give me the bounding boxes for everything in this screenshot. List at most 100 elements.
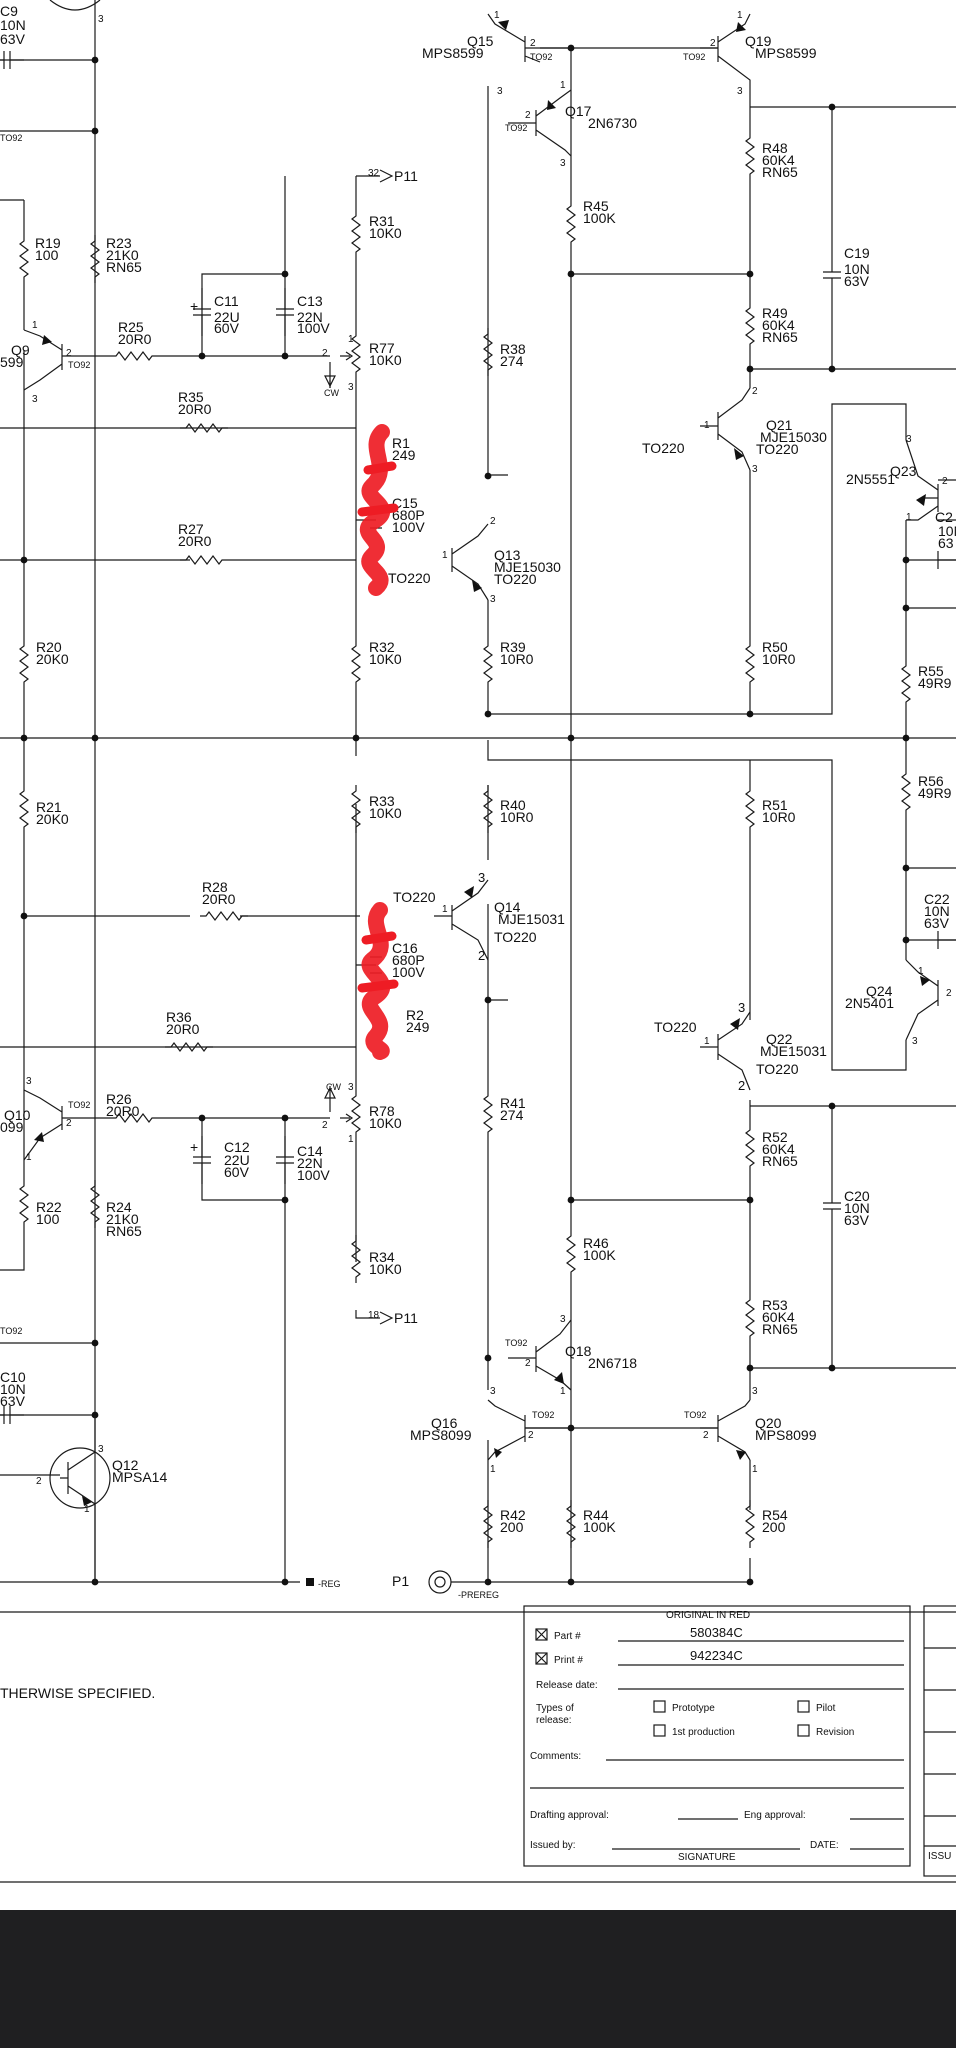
svg-text:1: 1	[704, 420, 710, 431]
svg-text:-REG: -REG	[318, 1579, 341, 1589]
svg-text:20R0: 20R0	[166, 1021, 200, 1037]
svg-text:MJE15031: MJE15031	[498, 911, 565, 927]
svg-text:10R0: 10R0	[500, 651, 534, 667]
svg-text:10N: 10N	[844, 1200, 870, 1216]
svg-text:2: 2	[738, 1078, 745, 1093]
svg-text:R55: R55	[918, 663, 944, 679]
svg-text:TO92: TO92	[683, 52, 705, 62]
svg-text:R25: R25	[118, 319, 144, 335]
svg-text:ISSU: ISSU	[928, 1851, 951, 1862]
svg-text:63: 63	[938, 535, 954, 551]
svg-text:100: 100	[35, 247, 59, 263]
svg-text:60K4: 60K4	[762, 1141, 795, 1157]
svg-text:TO220: TO220	[756, 1061, 799, 1077]
svg-text:1: 1	[490, 1464, 496, 1475]
svg-text:R2: R2	[406, 1007, 424, 1023]
svg-text:P11: P11	[394, 168, 418, 184]
svg-text:R34: R34	[369, 1249, 395, 1265]
svg-text:200: 200	[500, 1519, 524, 1535]
svg-text:TO220: TO220	[642, 440, 685, 456]
svg-text:Q18: Q18	[565, 1343, 592, 1359]
svg-text:2: 2	[530, 38, 536, 49]
amplifier-schematic: C9 10N 63V TO92 Q15 MPS8599 TO92 Q19 MPS…	[0, 0, 956, 1883]
svg-text:R50: R50	[762, 639, 788, 655]
svg-text:R49: R49	[762, 305, 788, 321]
svg-text:20R0: 20R0	[202, 891, 236, 907]
svg-text:49R9: 49R9	[918, 785, 952, 801]
svg-text:63V: 63V	[0, 1393, 26, 1409]
svg-text:-PREREG: -PREREG	[458, 1590, 499, 1600]
svg-text:100V: 100V	[392, 519, 425, 535]
svg-text:100V: 100V	[297, 320, 330, 336]
svg-text:R23: R23	[106, 235, 132, 251]
svg-text:2: 2	[66, 348, 72, 359]
svg-text:200: 200	[762, 1519, 786, 1535]
svg-text:10N: 10N	[0, 17, 26, 33]
svg-text:MPS8599: MPS8599	[755, 45, 817, 61]
svg-text:1: 1	[704, 1036, 710, 1047]
svg-text:100K: 100K	[583, 1247, 616, 1263]
svg-text:MJE15030: MJE15030	[494, 559, 561, 575]
svg-text:10R0: 10R0	[762, 651, 796, 667]
svg-text:R48: R48	[762, 140, 788, 156]
svg-text:20R0: 20R0	[118, 331, 152, 347]
svg-text:1: 1	[32, 320, 38, 331]
svg-text:C10: C10	[0, 1369, 26, 1385]
svg-text:RN65: RN65	[762, 1321, 798, 1337]
svg-text:MPS8599: MPS8599	[422, 45, 484, 61]
svg-text:1: 1	[494, 10, 500, 21]
svg-text:3: 3	[490, 1386, 496, 1397]
svg-text:60V: 60V	[214, 320, 240, 336]
svg-text:599: 599	[0, 354, 24, 370]
svg-text:3: 3	[560, 158, 566, 169]
dark-footer-band	[0, 1910, 956, 2048]
svg-text:R46: R46	[583, 1235, 609, 1251]
component-labels: C9 10N 63V TO92 Q15 MPS8599 TO92 Q19 MPS…	[0, 3, 956, 1701]
svg-text:TO220: TO220	[494, 929, 537, 945]
svg-text:R1: R1	[392, 435, 410, 451]
svg-text:2N6718: 2N6718	[588, 1355, 637, 1371]
svg-text:680P: 680P	[392, 952, 425, 968]
svg-text:2: 2	[710, 38, 716, 49]
svg-text:R78: R78	[369, 1103, 395, 1119]
svg-text:3: 3	[560, 1314, 566, 1325]
svg-text:C12: C12	[224, 1139, 250, 1155]
svg-text:TO220: TO220	[654, 1019, 697, 1035]
svg-text:2: 2	[322, 348, 328, 359]
transistor-symbols	[23, 0, 939, 1582]
p1-terminal	[428, 1570, 452, 1594]
svg-text:+: +	[190, 298, 198, 314]
svg-text:Q16: Q16	[431, 1415, 458, 1431]
svg-text:1: 1	[918, 966, 924, 977]
svg-text:TO92: TO92	[532, 1410, 554, 1420]
svg-text:10N: 10N	[924, 903, 950, 919]
svg-text:20K0: 20K0	[36, 651, 69, 667]
svg-text:R32: R32	[369, 639, 395, 655]
svg-text:20K0: 20K0	[36, 811, 69, 827]
svg-text:ORIGINAL IN RED: ORIGINAL IN RED	[666, 1610, 750, 1621]
svg-text:100V: 100V	[297, 1167, 330, 1183]
svg-text:3: 3	[497, 86, 503, 97]
svg-text:274: 274	[500, 1107, 524, 1123]
svg-text:63V: 63V	[0, 31, 26, 47]
svg-text:RN65: RN65	[762, 329, 798, 345]
svg-text:60K4: 60K4	[762, 317, 795, 333]
svg-text:2: 2	[66, 1118, 72, 1129]
svg-text:R38: R38	[500, 341, 526, 357]
svg-text:TO220: TO220	[494, 571, 537, 587]
svg-text:Revision: Revision	[816, 1727, 854, 1738]
svg-text:22U: 22U	[224, 1152, 250, 1168]
svg-text:60K4: 60K4	[762, 152, 795, 168]
svg-text:1: 1	[442, 904, 448, 915]
svg-text:R44: R44	[583, 1507, 609, 1523]
svg-text:R31: R31	[369, 213, 395, 229]
svg-text:Q19: Q19	[745, 33, 772, 49]
svg-text:TO220: TO220	[756, 441, 799, 457]
svg-text:R33: R33	[369, 793, 395, 809]
svg-text:RN65: RN65	[762, 1153, 798, 1169]
svg-text:1: 1	[560, 80, 566, 91]
svg-text:10K0: 10K0	[369, 1115, 402, 1131]
svg-text:3: 3	[906, 434, 912, 445]
pin-numbers: 123 123 123 123 123 213 213 312 312 312 …	[26, 10, 952, 1515]
svg-text:Q9: Q9	[11, 342, 30, 358]
